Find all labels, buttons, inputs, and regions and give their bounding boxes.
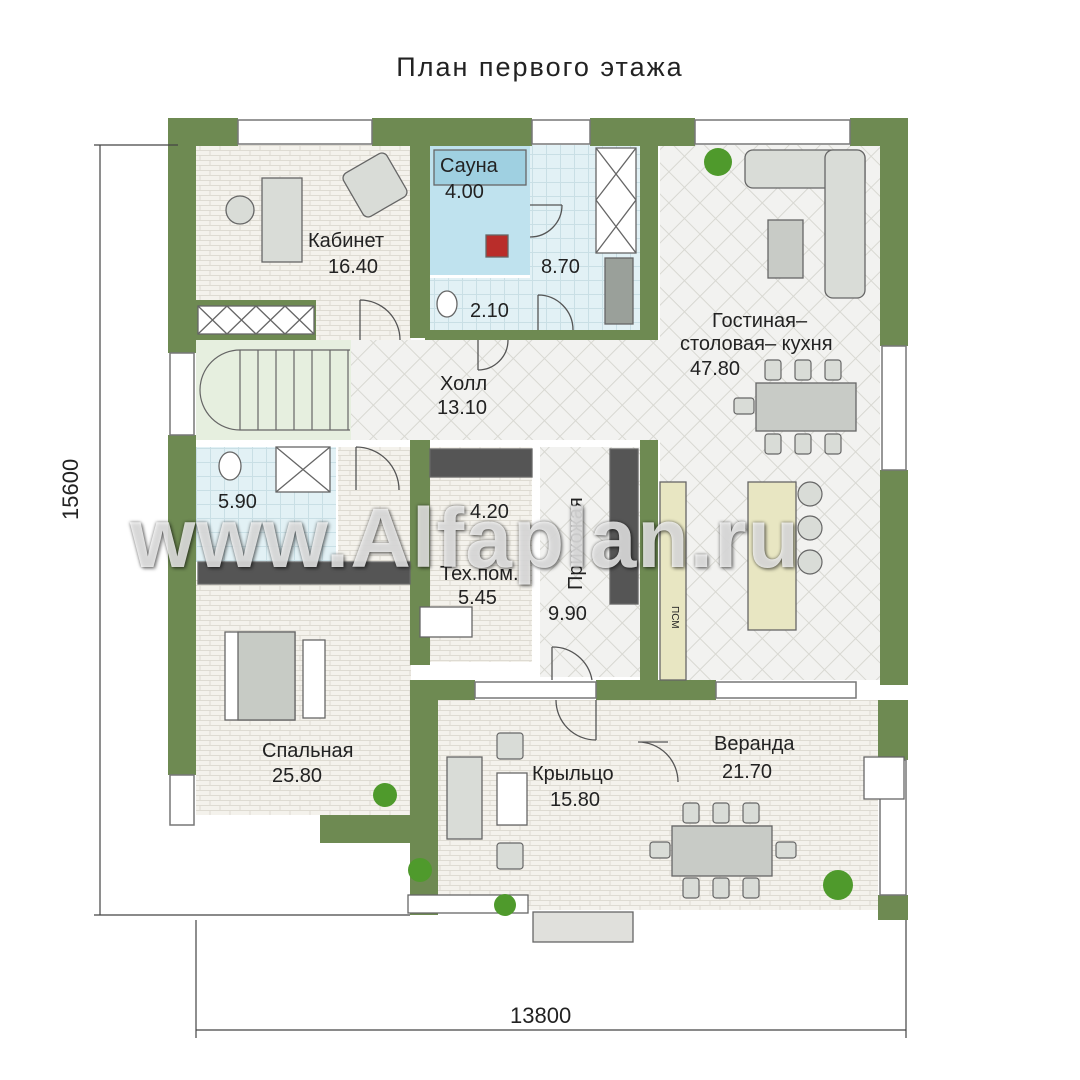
tech-area: 5.45 xyxy=(458,587,497,609)
porch-table xyxy=(496,772,528,826)
sauna-name: Сауна xyxy=(440,155,499,177)
kitchen-island xyxy=(747,481,797,631)
hall-area: 13.10 xyxy=(437,397,487,419)
fireplace xyxy=(863,756,905,800)
bedroom-name: Спальная xyxy=(262,740,353,762)
width-dimension: 13800 xyxy=(510,1003,572,1028)
doors xyxy=(355,204,679,783)
shelves xyxy=(197,305,315,335)
entry-name: Прихожая xyxy=(565,497,587,590)
hall-name: Холл xyxy=(440,373,487,395)
veranda-name: Веранда xyxy=(714,733,795,755)
wc-bath xyxy=(218,451,242,481)
office-desk xyxy=(261,177,303,263)
armchair xyxy=(342,152,408,218)
boiler xyxy=(419,606,473,638)
veranda-table xyxy=(671,825,773,877)
porch-name: Крыльцо xyxy=(532,763,614,785)
wardrobe xyxy=(197,561,411,585)
bath-area: 5.90 xyxy=(218,491,257,513)
veranda-area: 21.70 xyxy=(722,761,772,783)
wc-top xyxy=(436,290,458,318)
dimension-lines xyxy=(94,144,907,1038)
appliance-label: ПСМ xyxy=(669,606,680,629)
walls xyxy=(168,118,908,920)
furniture xyxy=(197,147,905,943)
closet-rack xyxy=(429,448,533,478)
wc-top-area: 2.10 xyxy=(470,300,509,322)
tech-name: Тех.пом. xyxy=(440,563,519,585)
radiator xyxy=(604,257,634,325)
bedroom-area: 25.80 xyxy=(272,765,322,787)
sauna-stove xyxy=(485,234,509,258)
coffee-table xyxy=(767,219,804,279)
porch-sofa xyxy=(446,756,483,840)
office-chair xyxy=(225,195,255,225)
stairs xyxy=(199,349,350,431)
closet-area: 4.20 xyxy=(470,501,509,523)
porch-area: 15.80 xyxy=(550,789,600,811)
dining-table xyxy=(755,382,857,432)
chairs xyxy=(496,359,842,899)
entry-rack xyxy=(609,448,639,605)
living-name-2: столовая– кухня xyxy=(680,333,833,355)
office-area: 16.40 xyxy=(328,256,378,278)
sauna-area: 4.00 xyxy=(445,181,484,203)
nightstand xyxy=(302,639,326,719)
room-labels: Кабинет 16.40 Сауна 4.00 8.70 2.10 Гости… xyxy=(218,155,833,811)
kitchen-counter xyxy=(659,481,687,681)
porch-step xyxy=(532,911,634,943)
entry-area: 9.90 xyxy=(548,603,587,625)
sauna-bench xyxy=(433,149,527,186)
plan-title: План первого этажа xyxy=(396,52,684,82)
sofa-side xyxy=(824,149,866,299)
bed-cover xyxy=(237,631,296,721)
shower-area: 8.70 xyxy=(541,256,580,278)
storage-1 xyxy=(595,147,637,254)
living-area: 47.80 xyxy=(690,358,740,380)
office-name: Кабинет xyxy=(308,230,384,252)
plants xyxy=(373,148,853,916)
living-name: Гостиная– xyxy=(712,310,808,332)
height-dimension: 15600 xyxy=(58,458,83,520)
